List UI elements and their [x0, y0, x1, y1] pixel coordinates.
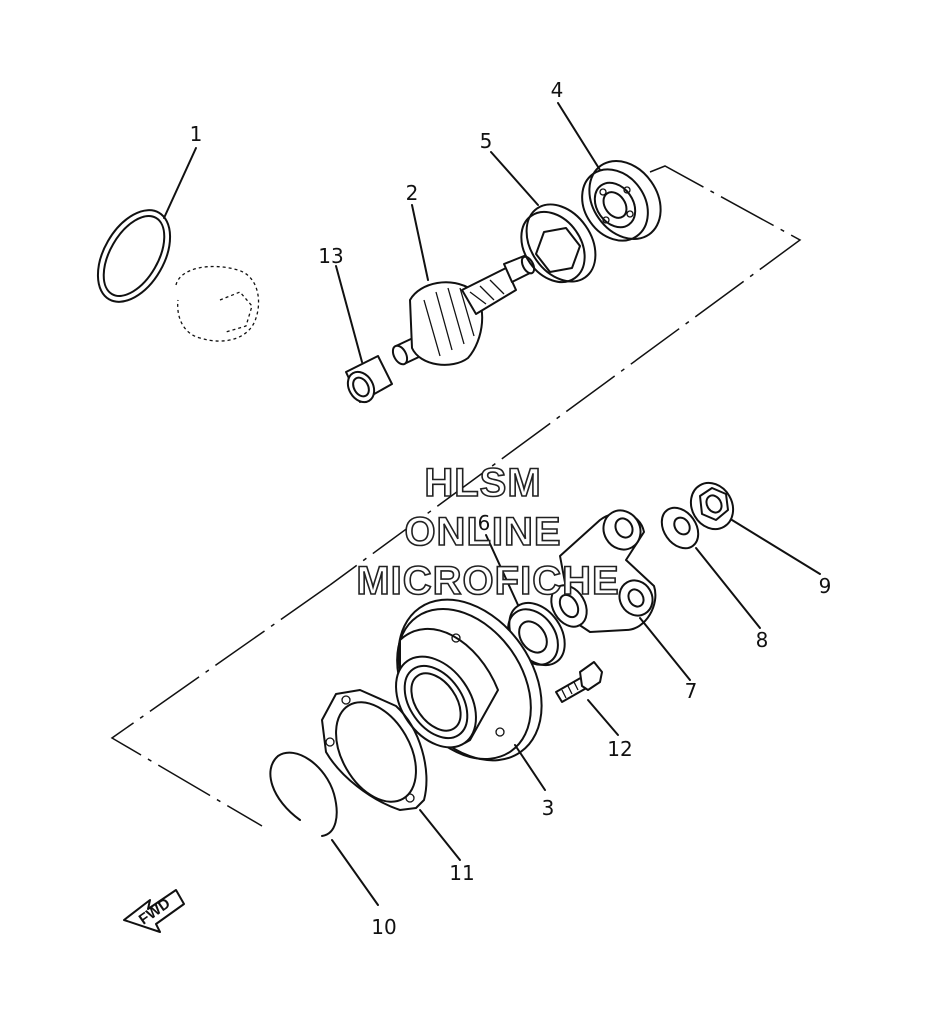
part-5-hex-collar — [520, 203, 597, 284]
reference-gear-ghost — [175, 265, 260, 342]
part-4-ball-bearing — [581, 160, 662, 242]
part-12-flange-bolt — [555, 661, 603, 703]
callout-9: 9 — [819, 574, 832, 598]
part-9-flange-nut — [689, 481, 735, 531]
callout-8: 8 — [756, 628, 769, 652]
part-8-washer — [660, 506, 700, 550]
callout-6: 6 — [478, 511, 491, 535]
watermark-line-1: HLSM — [424, 461, 541, 505]
part-13-needle-bearing — [345, 355, 393, 404]
part-2-gear-shaft — [391, 255, 536, 366]
watermark-line-3: MICROFICHE — [356, 559, 619, 603]
callout-4: 4 — [551, 78, 564, 102]
part-3-housing — [395, 598, 543, 762]
part-7-yoke — [550, 509, 657, 633]
callout-11: 11 — [449, 861, 474, 885]
callout-3: 3 — [542, 796, 555, 820]
callout-7: 7 — [685, 679, 698, 703]
part-10-circlip — [269, 751, 338, 837]
watermark: HLSM ONLINE MICROFICHE — [356, 460, 620, 604]
fwd-arrow-icon: FWD — [123, 889, 185, 933]
callout-13: 13 — [318, 244, 343, 268]
callout-1: 1 — [190, 122, 203, 146]
assembly-outline — [110, 165, 802, 827]
watermark-line-2: ONLINE — [404, 510, 561, 554]
part-1-o-ring — [96, 209, 172, 303]
part-11-gasket — [321, 689, 428, 811]
callout-2: 2 — [406, 181, 419, 205]
callout-10: 10 — [371, 915, 396, 939]
callout-12: 12 — [607, 737, 632, 761]
leader-lines — [163, 102, 821, 906]
callout-5: 5 — [480, 129, 493, 153]
